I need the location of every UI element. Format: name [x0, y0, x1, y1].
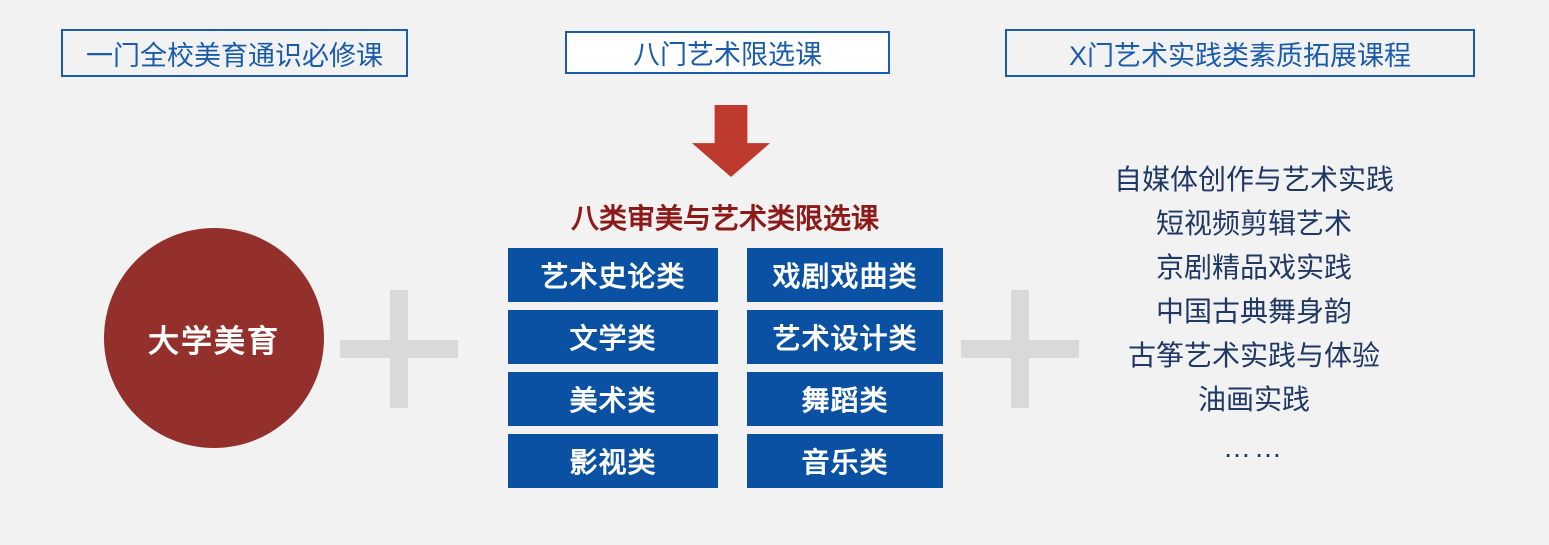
category-literature: 文学类 — [508, 310, 718, 364]
category-drama-opera: 戏剧戏曲类 — [747, 248, 943, 302]
top-box-required-course: 一门全校美育通识必修课 — [61, 29, 408, 77]
top-box-limited-electives: 八门艺术限选课 — [565, 31, 890, 74]
practice-course-item: 古筝艺术实践与体验 — [1127, 340, 1380, 371]
top-box-practice-courses-label: X门艺术实践类素质拓展课程 — [1068, 40, 1411, 71]
elective-category-column-right: 戏剧戏曲类 艺术设计类 舞蹈类 音乐类 — [747, 248, 943, 488]
elective-category-column-left: 艺术史论类 文学类 美术类 影视类 — [508, 248, 718, 488]
category-art-design: 艺术设计类 — [747, 310, 943, 364]
top-box-practice-courses: X门艺术实践类素质拓展课程 — [1005, 29, 1475, 77]
practice-course-item: 京剧精品戏实践 — [1155, 252, 1352, 283]
plus-icon-left — [340, 290, 458, 408]
practice-course-ellipsis: …… — [1223, 432, 1285, 463]
top-box-required-course-label: 一门全校美育通识必修课 — [86, 40, 383, 71]
category-dance: 舞蹈类 — [747, 372, 943, 426]
electives-heading: 八类审美与艺术类限选课 — [570, 203, 879, 234]
core-course-label: 大学美育 — [148, 323, 280, 359]
category-fine-arts: 美术类 — [508, 372, 718, 426]
category-art-history: 艺术史论类 — [508, 248, 718, 302]
practice-course-item: 自媒体创作与艺术实践 — [1113, 164, 1394, 195]
plus-icon-right — [961, 290, 1079, 408]
plus-vertical-bar — [390, 290, 408, 408]
top-box-limited-electives-label: 八门艺术限选课 — [633, 40, 822, 70]
category-film-tv: 影视类 — [508, 434, 718, 488]
practice-course-item: 油画实践 — [1197, 384, 1310, 415]
practice-course-list: 自媒体创作与艺术实践 短视频剪辑艺术 京剧精品戏实践 中国古典舞身韵 古筝艺术实… — [1058, 158, 1450, 470]
practice-course-item: 短视频剪辑艺术 — [1155, 208, 1352, 239]
down-arrow-icon — [692, 105, 770, 177]
core-course-circle: 大学美育 — [104, 228, 324, 448]
category-music: 音乐类 — [747, 434, 943, 488]
plus-vertical-bar — [1011, 290, 1029, 408]
practice-course-item: 中国古典舞身韵 — [1155, 296, 1352, 327]
